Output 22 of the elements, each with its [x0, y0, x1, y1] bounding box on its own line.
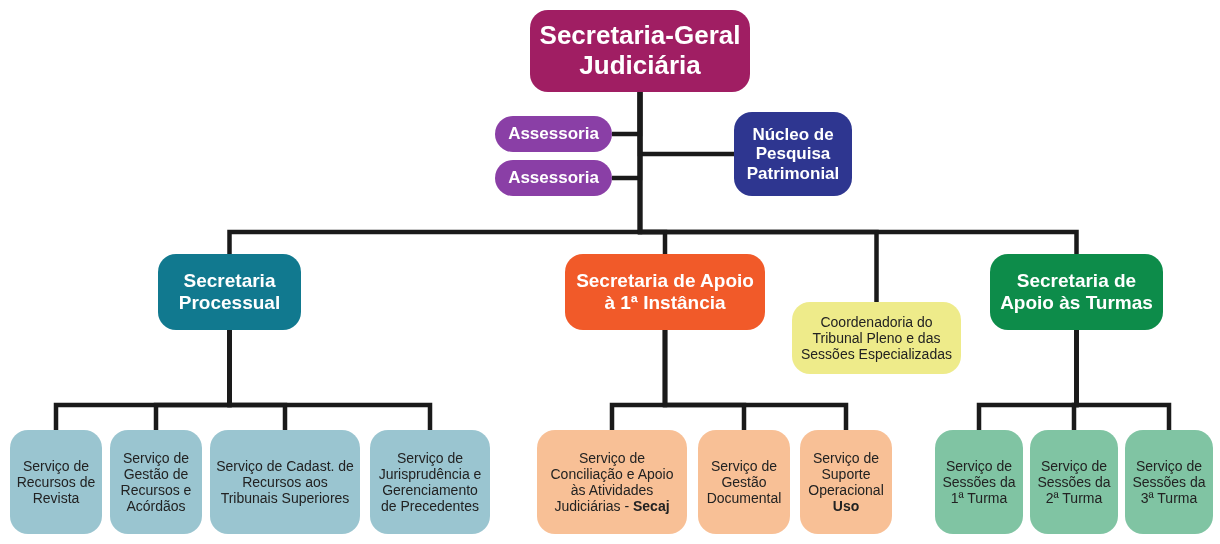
service-box: Serviço de Suporte Operacional Uso	[800, 430, 892, 534]
service-box: Serviço de Jurisprudência e Gerenciamento de Precedentes	[370, 430, 490, 534]
unit-box: Núcleo de Pesquisa Patrimonial	[734, 112, 852, 196]
unit-box: Assessoria	[495, 116, 612, 152]
unit-box: Secretaria de Apoio às Turmas	[990, 254, 1163, 330]
service-box: Serviço de Sessões da 3ª Turma	[1125, 430, 1213, 534]
connector-line	[637, 92, 1079, 254]
service-box: Serviço de Sessões da 2ª Turma	[1030, 430, 1118, 534]
unit-box: Coordenadoria do Tribunal Pleno e das Sessões Especializadas	[792, 302, 961, 374]
service-box: Serviço de Recursos de Revista	[10, 430, 102, 534]
unit-box: Assessoria	[495, 160, 612, 196]
connector-line	[227, 330, 433, 430]
connector-line	[1074, 330, 1172, 430]
unit-box: Secretaria-Geral Judiciária	[530, 10, 750, 92]
service-box: Serviço de Conciliação e Apoio às Atividades Judiciárias - Secaj	[537, 430, 687, 534]
service-box: Serviço de Sessões da 1ª Turma	[935, 430, 1023, 534]
connector-line	[662, 330, 849, 430]
unit-box: Secretaria de Apoio à 1ª Instância	[565, 254, 765, 330]
service-box: Serviço de Cadast. de Recursos aos Tribunais Superiores	[210, 430, 360, 534]
service-box: Serviço de Gestão de Recursos e Acórdãos	[110, 430, 202, 534]
service-box: Serviço de Gestão Documental	[698, 430, 790, 534]
unit-box: Secretaria Processual	[158, 254, 301, 330]
